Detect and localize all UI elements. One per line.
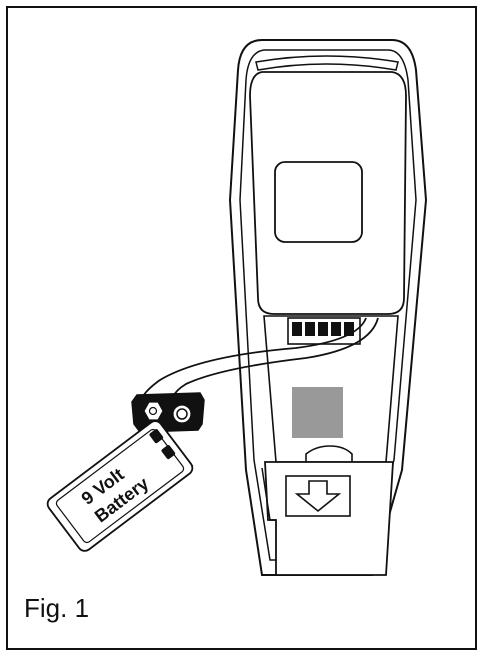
figure-caption: Fig. 1 — [24, 593, 90, 623]
connector-pin — [331, 322, 341, 336]
battery-terminal — [161, 445, 176, 460]
device-face-panel — [249, 71, 407, 315]
compartment-window — [292, 387, 343, 438]
connector-pin — [318, 322, 328, 336]
snap-round-terminal — [172, 404, 192, 424]
battery-terminal — [149, 429, 164, 444]
cover-latch — [305, 445, 353, 462]
connector-pin — [305, 322, 315, 336]
battery-cover-edge — [261, 467, 276, 521]
figure-frame — [6, 6, 477, 650]
device-top-lens — [255, 55, 399, 71]
wire-lower — [171, 317, 379, 399]
arrow-down-icon — [294, 480, 342, 513]
connector-pin — [292, 322, 302, 336]
connector-pin — [344, 322, 354, 336]
nine-volt-battery: 9 Volt Battery — [46, 420, 194, 552]
display-window — [274, 161, 363, 243]
wire-upper — [141, 317, 367, 399]
snap-hexagon-terminal — [143, 401, 164, 421]
battery-snap-connector — [131, 392, 205, 433]
